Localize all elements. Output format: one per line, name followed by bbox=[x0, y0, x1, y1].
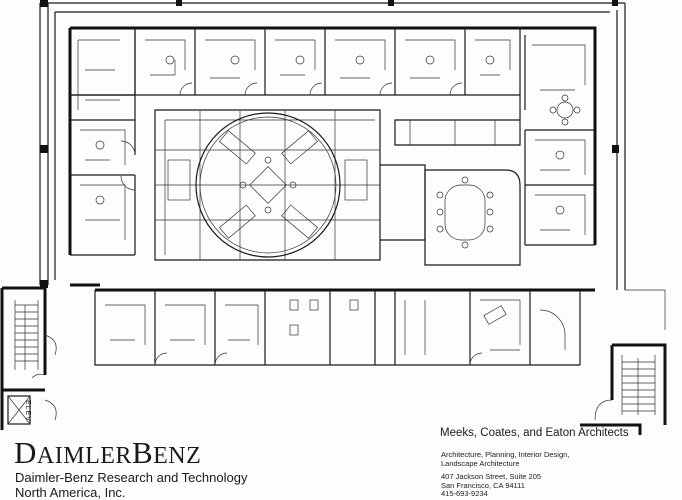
architect-address: 407 Jackson Street, Suite 205 San Franci… bbox=[441, 472, 542, 499]
phone: 415-693-9234 bbox=[441, 489, 488, 498]
building-shell bbox=[39, 2, 626, 292]
architect-services: Architecture, Planning, Interior Design,… bbox=[441, 450, 569, 468]
client-name-line2: North America, Inc. bbox=[15, 485, 126, 500]
left-stair bbox=[0, 286, 57, 430]
client-name: Daimler-Benz Research and Technology Nor… bbox=[15, 470, 247, 500]
right-stair bbox=[580, 289, 667, 435]
structural-columns bbox=[40, 0, 619, 288]
elevator-label: ELEV bbox=[24, 400, 31, 422]
architect-firm-name: Meeks, Coates, and Eaton Architects bbox=[440, 427, 629, 439]
address-line2: San Francisco, CA 94111 bbox=[441, 480, 525, 490]
top-offices bbox=[70, 28, 521, 96]
daimlerbenz-logo: DAIMLERBENZ bbox=[14, 435, 202, 470]
client-name-line1: Daimler-Benz Research and Technology bbox=[15, 470, 248, 485]
services-line1: Architecture, Planning, Interior Design, bbox=[441, 450, 570, 459]
right-offices bbox=[519, 35, 595, 246]
address-line1: 407 Jackson Street, Suite 205 bbox=[441, 472, 542, 481]
bottom-offices bbox=[94, 288, 581, 366]
left-offices bbox=[70, 28, 136, 256]
services-line2: Landscape Architecture bbox=[441, 459, 520, 468]
central-core bbox=[154, 109, 521, 266]
